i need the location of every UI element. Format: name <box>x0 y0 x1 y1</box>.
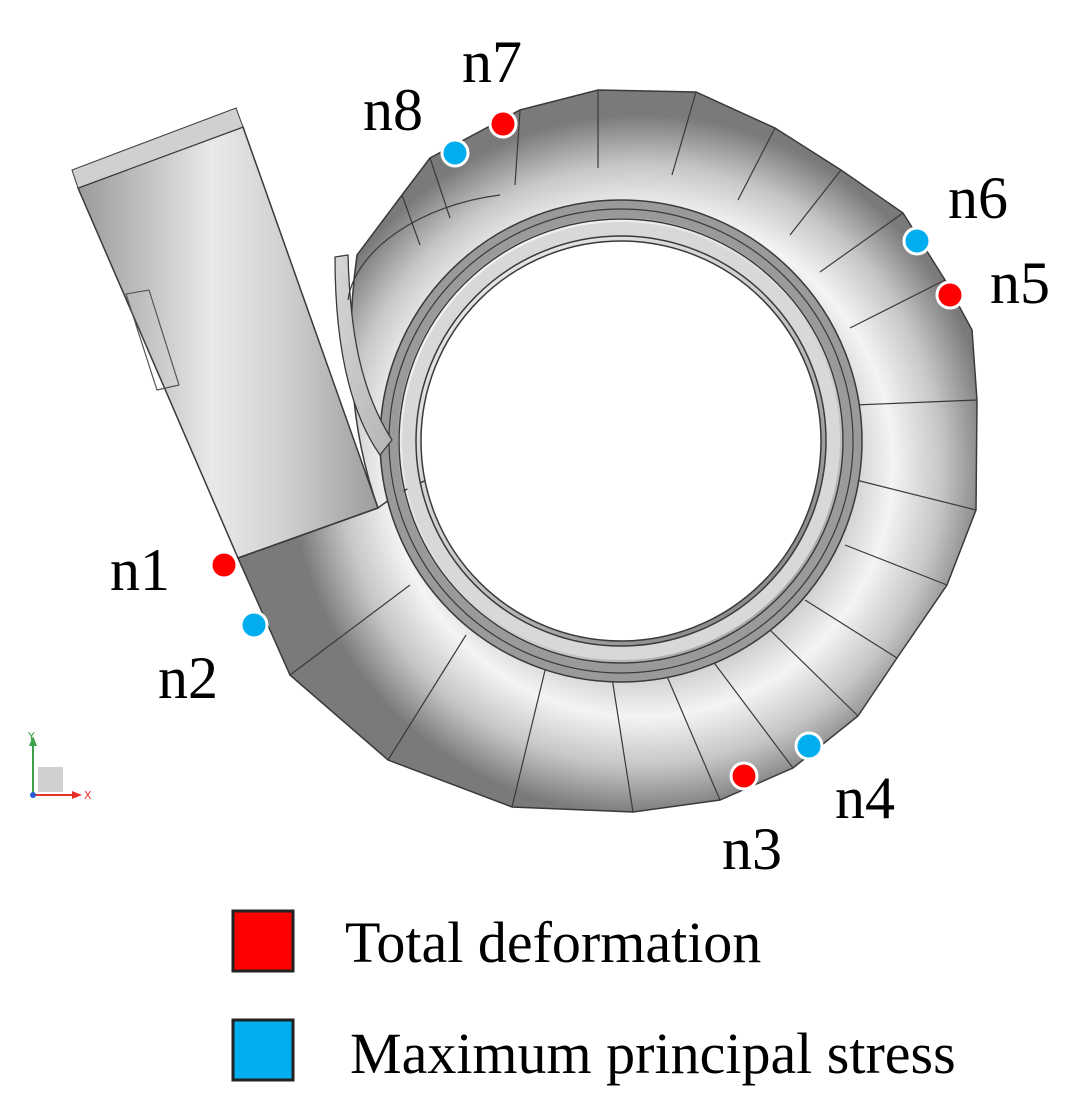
node-n5-marker <box>935 280 965 310</box>
legend-label-deformation: Total deformation <box>345 910 761 975</box>
node-n3-marker <box>729 761 759 791</box>
legend-swatch-stress <box>231 1018 295 1082</box>
node-markers: n1 n2 n3 n4 n5 n6 n7 n8 <box>110 29 1050 882</box>
node-n7: n7 <box>462 29 522 139</box>
z-axis-dot <box>30 792 36 798</box>
x-axis-label: X <box>84 789 92 802</box>
node-n6-label: n6 <box>948 165 1008 231</box>
node-n5: n5 <box>935 250 1050 316</box>
node-n2-label: n2 <box>158 645 218 711</box>
node-n1: n1 <box>110 537 239 603</box>
legend: Total deformation Maximum principal stre… <box>231 909 956 1086</box>
node-n5-label: n5 <box>990 250 1050 316</box>
node-n3: n3 <box>722 761 782 882</box>
triad-plane <box>38 767 63 792</box>
node-n6-marker <box>902 226 932 256</box>
node-n3-label: n3 <box>722 816 782 882</box>
node-n1-marker <box>209 550 239 580</box>
legend-item-deformation: Total deformation <box>231 909 761 975</box>
node-n7-label: n7 <box>462 29 522 95</box>
node-n6: n6 <box>902 165 1008 256</box>
node-n8: n8 <box>363 77 470 168</box>
node-n2-marker <box>239 610 269 640</box>
node-n8-marker <box>440 138 470 168</box>
legend-label-stress: Maximum principal stress <box>350 1021 956 1086</box>
y-axis-label: Y <box>27 730 35 743</box>
node-n8-label: n8 <box>363 77 423 143</box>
legend-swatch-deformation <box>231 909 295 973</box>
coordinate-triad: Y X <box>27 730 92 802</box>
node-n4-marker <box>794 731 824 761</box>
y-axis-arrow-icon <box>29 736 37 746</box>
stay-ring <box>334 194 863 683</box>
node-n7-marker <box>488 109 518 139</box>
node-n1-label: n1 <box>110 537 170 603</box>
node-n4-label: n4 <box>835 765 895 831</box>
discharge-pipe <box>71 107 379 559</box>
node-n2: n2 <box>158 610 269 711</box>
legend-item-stress: Maximum principal stress <box>231 1018 956 1086</box>
node-n4: n4 <box>794 731 895 831</box>
x-axis-arrow-icon <box>72 791 82 799</box>
